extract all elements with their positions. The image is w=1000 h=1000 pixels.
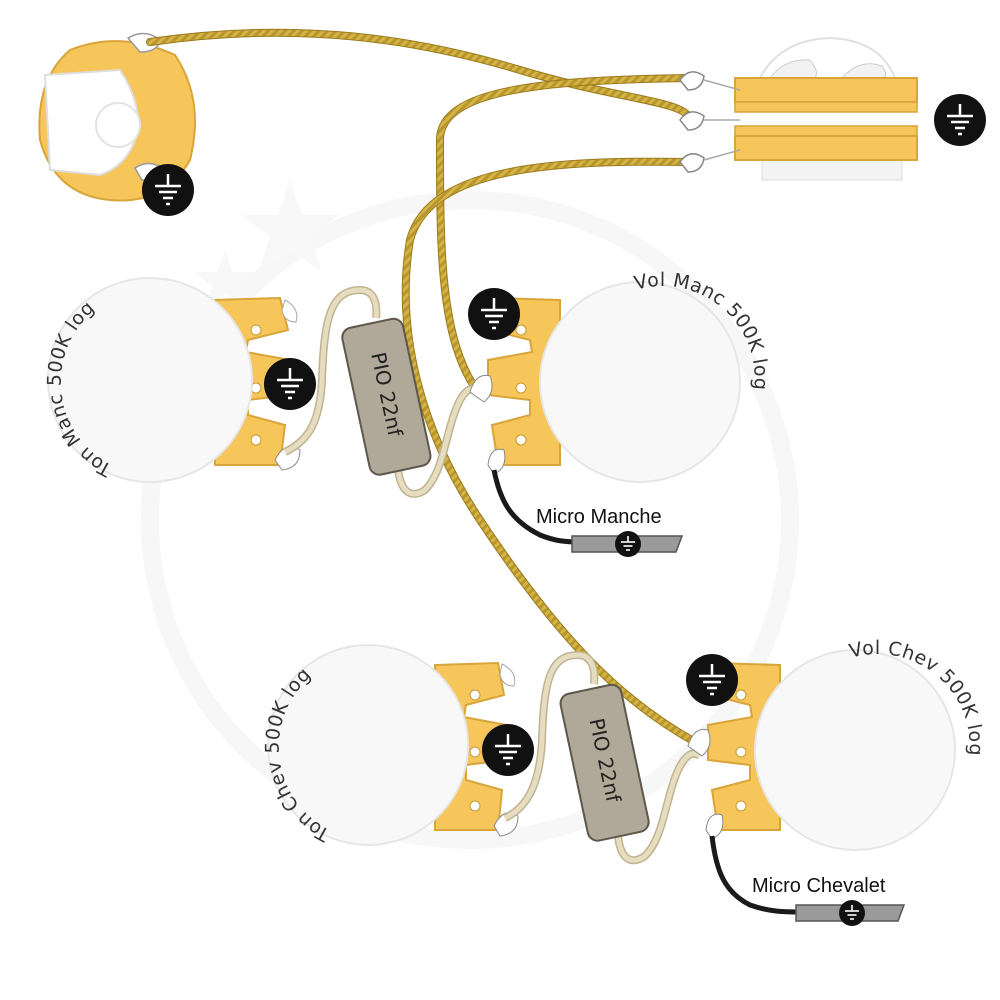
toggle-switch: [734, 36, 988, 181]
pickup-bridge: Micro Chevalet: [709, 835, 906, 927]
ground-symbol-icon: [614, 530, 642, 558]
pot-ton-manc: Ton Manc 500K log: [44, 277, 318, 483]
ground-symbol-icon: [140, 162, 196, 218]
switch-terminals: [679, 71, 741, 173]
output-jack: [38, 32, 196, 218]
ground-symbol-icon: [684, 652, 740, 708]
pickup-label-neck: Micro Manche: [536, 506, 662, 528]
capacitor-upper: PIO 22nf: [283, 285, 483, 498]
star-logo-watermark: [141, 180, 799, 849]
ground-symbol-icon: [932, 92, 988, 148]
pickup-neck: Micro Manche: [491, 469, 684, 558]
ground-symbol-icon: [262, 356, 318, 412]
capacitor-lower: PIO 22nf: [503, 650, 703, 865]
ground-symbol-icon: [480, 722, 536, 778]
pot-ton-chev: Ton Chev 500K log: [262, 644, 536, 846]
ground-symbol-icon: [466, 286, 522, 342]
ground-symbol-icon: [838, 899, 866, 927]
pot-vol-chev: Vol Chev 500K log: [684, 637, 986, 851]
pot-vol-manc: Vol Manc 500K log: [466, 269, 771, 483]
pickup-label-bridge: Micro Chevalet: [752, 875, 886, 897]
